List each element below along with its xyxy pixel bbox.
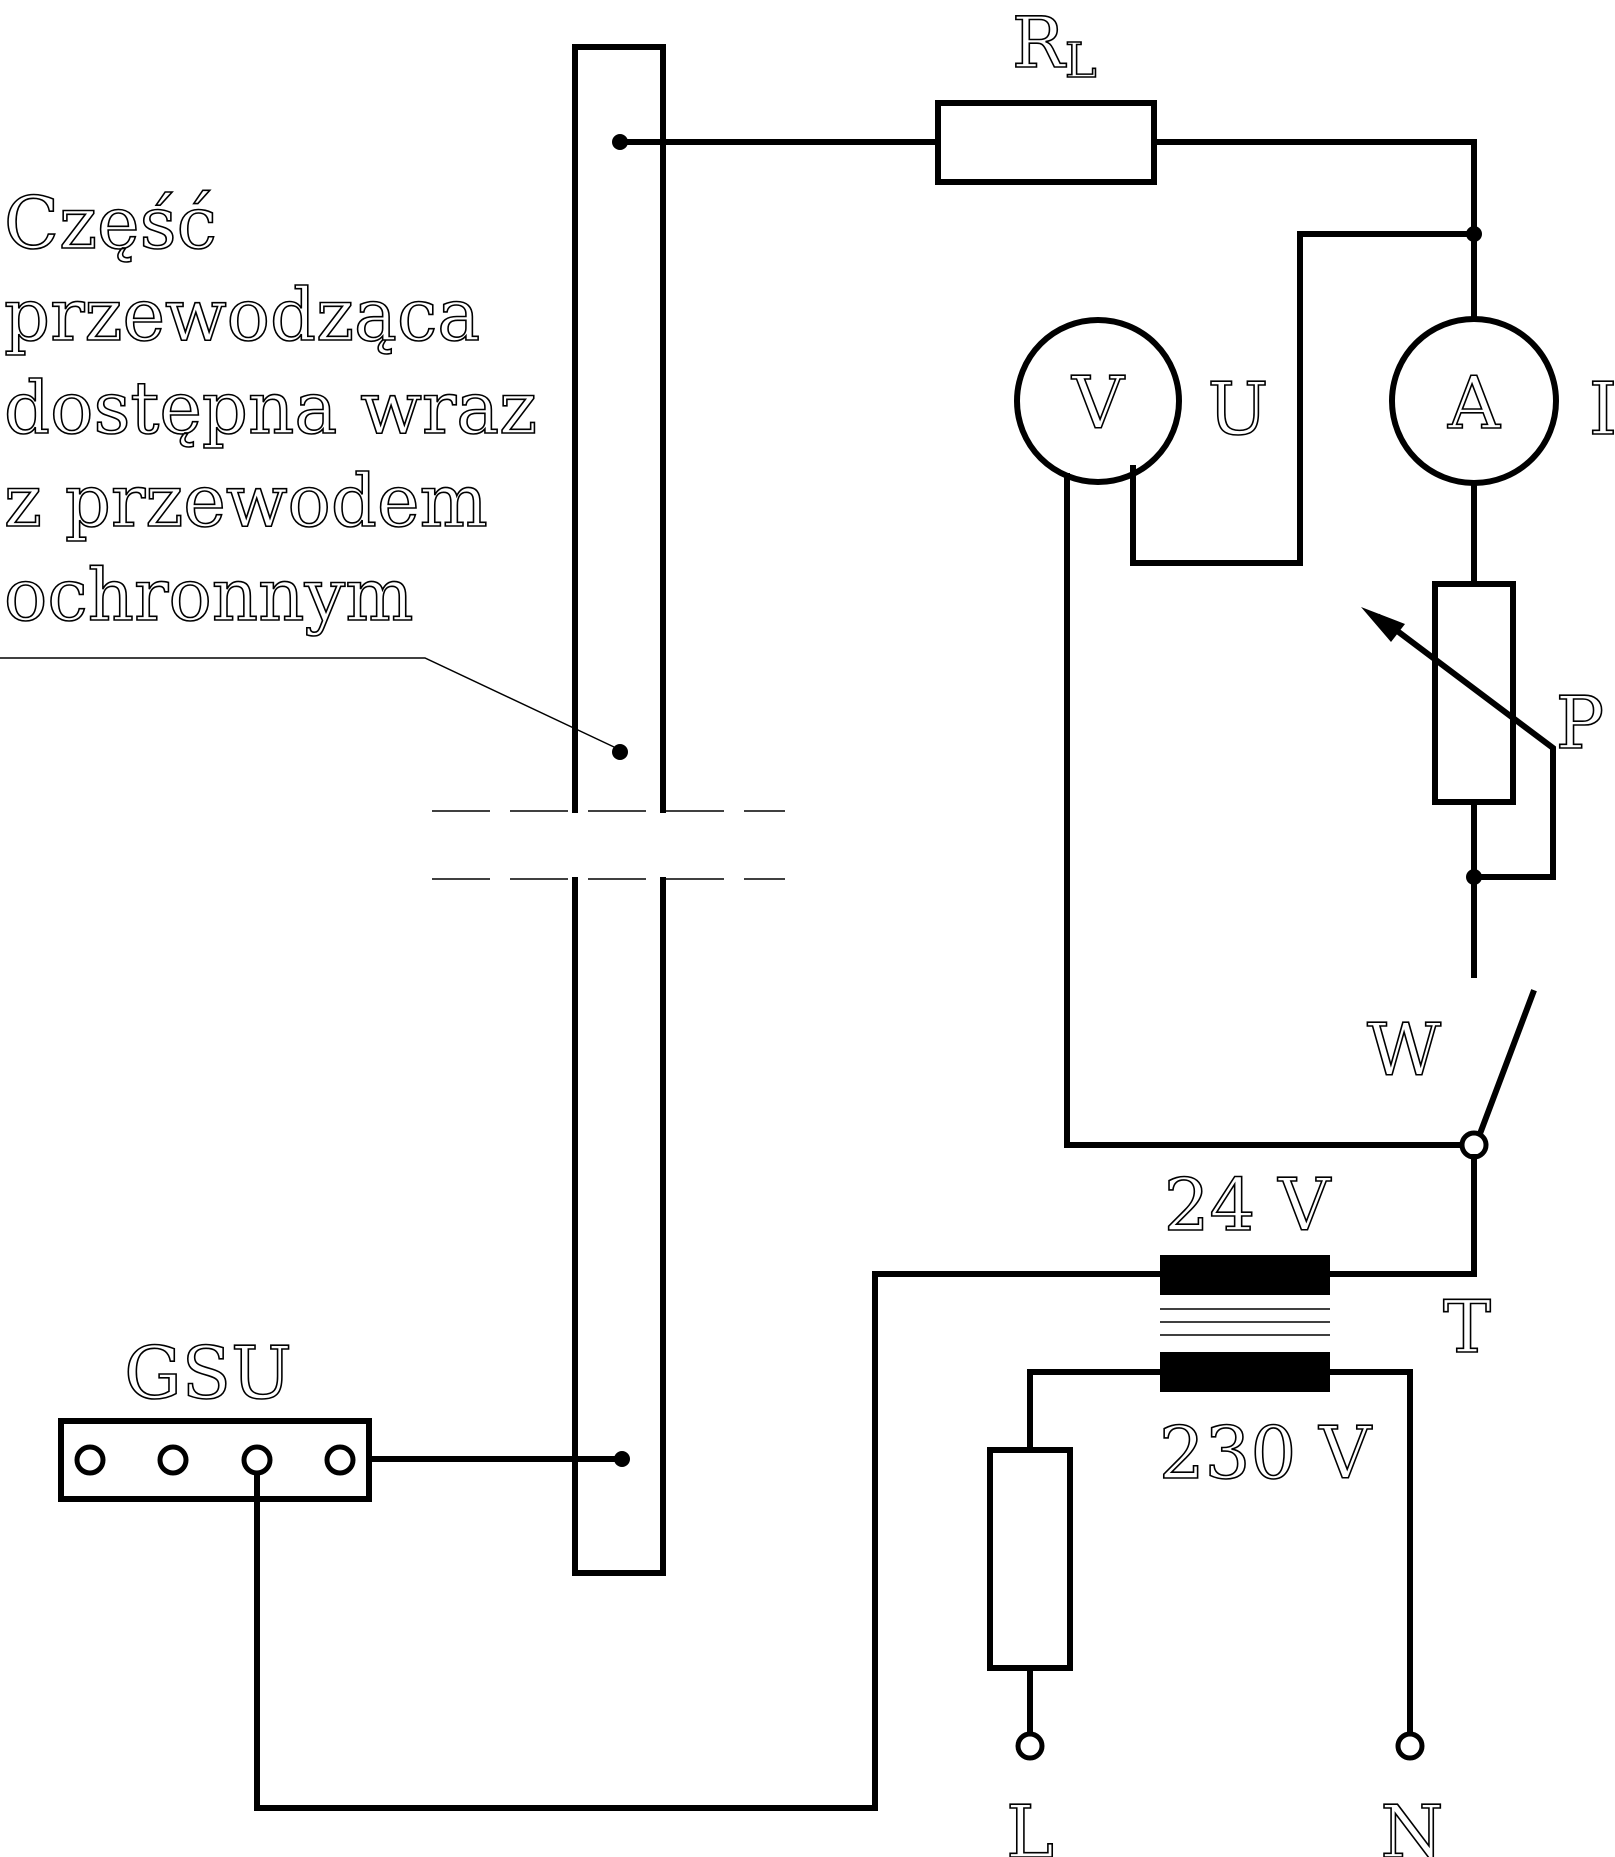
terminal-l [1015,1731,1045,1761]
description-line-1: Część [4,181,217,265]
label-primary-voltage: 230 V [1159,1411,1373,1495]
gsu-terminal-3 [241,1444,273,1476]
description-line-2: przewodząca [4,273,480,357]
voltmeter-circle [1014,317,1182,485]
transformer-secondary-winding [1160,1255,1330,1295]
description-line-5: ochronnym [4,553,414,637]
wire-voltmeter-upper [1130,231,1477,566]
gsu-terminal-block [58,1418,372,1502]
description-line-4: z przewodem [4,459,488,543]
transformer-primary-winding [1160,1352,1330,1392]
wire-transformer-gsu [254,1271,1163,1811]
label-potentiometer: P [1556,681,1604,765]
label-ammeter: A [1447,361,1501,445]
label-resistor: RL [1012,2,1097,89]
wire-primary-left [1027,1369,1163,1453]
potentiometer-wiper [1375,613,1556,880]
terminal-n [1395,1731,1425,1761]
gsu-terminal-1 [74,1444,106,1476]
label-voltage: U [1208,367,1269,451]
junction-dot-middle [612,744,628,760]
switch-terminal [1459,1130,1489,1160]
leader-line [0,657,615,748]
description-line-3: dostępna wraz [4,366,537,450]
label-secondary-voltage: 24 V [1164,1163,1333,1247]
wire-top [617,139,1477,321]
label-current: I [1589,367,1615,451]
wire-switch-transformer [1327,1154,1477,1277]
switch-lever [1477,989,1537,1135]
label-neutral: N [1381,1790,1444,1857]
label-gsu: GSU [124,1331,292,1415]
wire-voltmeter-lower [1064,473,1463,1148]
potentiometer [1432,581,1516,805]
fuse [987,1447,1073,1671]
transformer-core [1160,1308,1330,1336]
label-transformer: T [1443,1285,1491,1369]
label-voltmeter: V [1071,361,1126,445]
conductive-part-bar [432,44,785,1576]
potentiometer-arrow [1361,607,1405,642]
label-line: L [1006,1790,1054,1857]
label-switch: W [1367,1008,1441,1092]
gsu-terminal-2 [157,1444,189,1476]
resistor-rl [935,100,1157,185]
wire-primary-right [1327,1369,1413,1737]
gsu-terminal-4 [324,1444,356,1476]
